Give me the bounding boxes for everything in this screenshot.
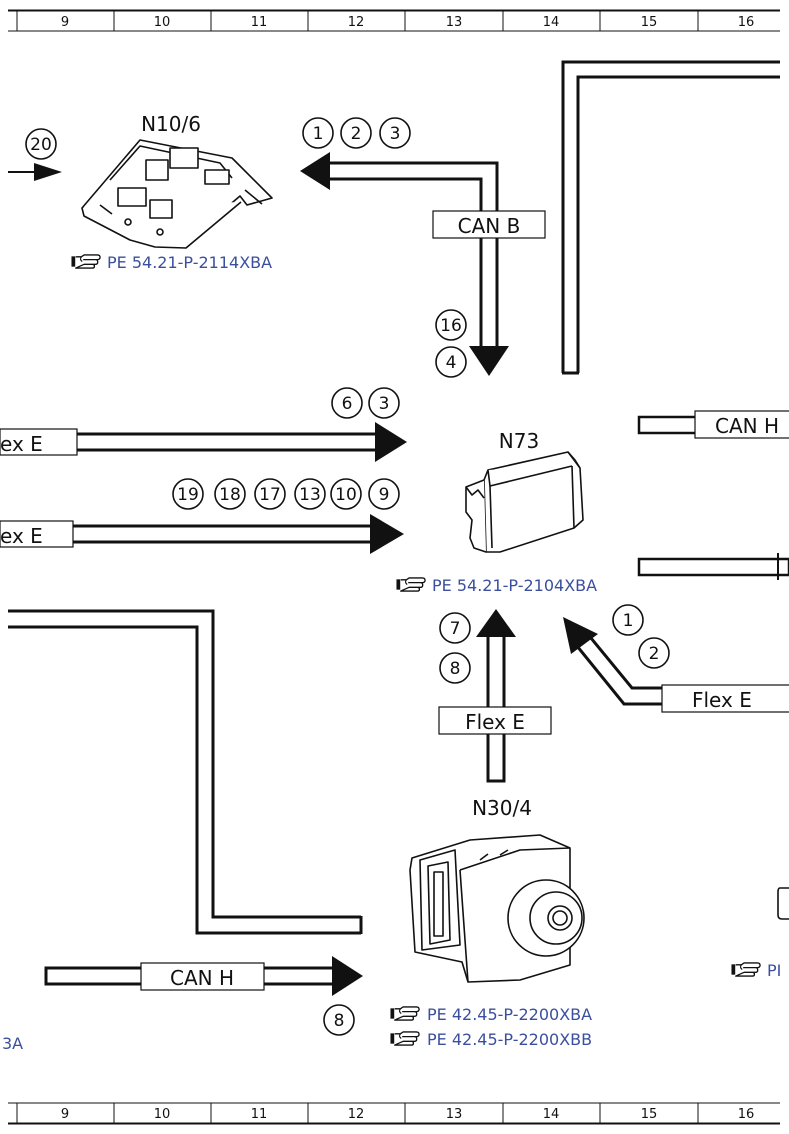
n30-4-label: N30/4 (472, 796, 532, 820)
wire-marker-number: 16 (440, 316, 462, 336)
top-grid-bar: 9 10 11 12 13 14 15 16 (8, 9, 780, 32)
wire-marker-number: 1 (313, 124, 324, 144)
flex-e-label: Flex E (692, 688, 752, 712)
grid-column-label: 10 (154, 1107, 171, 1122)
pointing-hand-icon (390, 1031, 420, 1046)
can-h-label: CAN H (715, 414, 779, 438)
n30-4-reference-1[interactable]: PE 42.45-P-2200XBA (390, 1005, 592, 1024)
n73-reference[interactable]: PE 54.21-P-2104XBA (396, 576, 597, 595)
flex-e-label-box (0, 428, 78, 456)
wire-marker-number: 7 (450, 619, 461, 639)
n73-module[interactable]: N73 PE 54.21-P-2104XBA (396, 429, 597, 595)
wire-marker-number: 4 (446, 353, 457, 373)
wire-marker-number: 2 (351, 124, 362, 144)
grid-column-label: 15 (641, 15, 658, 30)
bottom-grid-bar: 9 10 11 12 13 14 15 16 (8, 1102, 780, 1125)
flex-e-right-connection: Flex E 1 2 (563, 604, 789, 713)
grid-column-label: 16 (738, 15, 755, 30)
can-b-label: CAN B (458, 214, 521, 238)
grid-column-label: 11 (251, 15, 268, 30)
wire-marker-number: 2 (649, 644, 660, 664)
wire-marker-number: 8 (334, 1011, 345, 1031)
pointing-hand-icon (390, 1006, 420, 1021)
can-h-label-box (140, 962, 265, 991)
grid-column-label: 12 (348, 1107, 365, 1122)
n10-6-ref-link[interactable]: PE 54.21-P-2114XBA (107, 253, 272, 272)
can-b-label-box (432, 210, 546, 239)
n30-4-reference-2[interactable]: PE 42.45-P-2200XBB (390, 1030, 592, 1049)
partial-ref-link[interactable]: PI (767, 961, 781, 980)
wire-marker-number: 6 (342, 394, 353, 414)
wire-marker-number: 10 (335, 485, 357, 505)
can-h-label: CAN H (170, 966, 234, 990)
wire-marker-number: 3 (379, 394, 390, 414)
can-b-down-markers: 16 4 (435, 309, 467, 378)
grid-column-label: 10 (154, 15, 171, 30)
n10-6-output-markers: 1 2 3 (302, 117, 411, 149)
n30-4-module[interactable]: N30/4 PE 42.45-P-2200XBA PE 42.45-P-2200… (390, 796, 592, 1049)
n10-6-reference[interactable]: PE 54.21-P-2114XBA (71, 253, 272, 272)
wire-marker-number: 1 (623, 611, 634, 631)
flex-e-label-box (438, 706, 552, 735)
grid-column-label: 13 (446, 15, 463, 30)
flex-e-label: Flex E (465, 710, 525, 734)
wire-marker-number: 3 (390, 124, 401, 144)
wire-marker-number: 20 (30, 135, 52, 155)
wire-marker-number: 8 (450, 659, 461, 679)
n10-6-drawing (81, 139, 273, 249)
can-h-label-box (694, 410, 789, 439)
n10-6-label: N10/6 (141, 112, 201, 136)
flex-e-label: ex E (0, 432, 43, 456)
wire-marker-number: 19 (177, 485, 199, 505)
n10-6-input-arrow: 20 (8, 128, 62, 181)
grid-column-label: 14 (543, 1107, 560, 1122)
grid-column-label: 11 (251, 1107, 268, 1122)
flex-e-label-box (661, 684, 789, 713)
flex-e-label-box (0, 520, 74, 548)
pointing-hand-icon (71, 254, 101, 269)
wire-marker-number: 13 (299, 485, 321, 505)
right-edge-partial: PI (731, 887, 789, 980)
pointing-hand-icon (731, 962, 761, 977)
flex-e-center-connection: Flex E 7 8 (438, 609, 552, 783)
can-line-top-right (561, 60, 780, 375)
flex-e-top-connection: ex E 6 3 (0, 387, 407, 462)
wire-marker (25, 128, 57, 160)
n30-4-ref-link[interactable]: PE 42.45-P-2200XBA (427, 1005, 592, 1024)
can-h-right-connection: CAN H (637, 410, 789, 580)
partial-ref-link[interactable]: 3A (2, 1034, 23, 1053)
grid-column-label: 9 (61, 15, 69, 30)
grid-column-label: 13 (446, 1107, 463, 1122)
pointing-hand-icon (396, 577, 426, 592)
grid-column-label: 15 (641, 1107, 658, 1122)
grid-column-label: 12 (348, 15, 365, 30)
flex-e-mid-connection: ex E 19 18 17 13 10 9 (0, 478, 404, 554)
n73-drawing (465, 451, 584, 553)
n30-4-drawing (409, 834, 585, 983)
wire-marker-number: 18 (219, 485, 241, 505)
n10-6-module[interactable]: N10/6 PE 54.21-P-2114XBA (71, 112, 273, 272)
can-b-connection: CAN B (300, 152, 546, 376)
can-line-left (8, 609, 363, 935)
n73-label: N73 (499, 429, 539, 453)
n30-4-ref-link[interactable]: PE 42.45-P-2200XBB (427, 1030, 592, 1049)
grid-column-label: 14 (543, 15, 560, 30)
wire-marker-number: 9 (379, 485, 390, 505)
grid-column-label: 16 (738, 1107, 755, 1122)
wire-marker-number: 17 (259, 485, 281, 505)
grid-column-label: 9 (61, 1107, 69, 1122)
can-h-bottom-connection: CAN H 8 (44, 956, 363, 1036)
n73-ref-link[interactable]: PE 54.21-P-2104XBA (432, 576, 597, 595)
flex-e-label: ex E (0, 524, 43, 548)
